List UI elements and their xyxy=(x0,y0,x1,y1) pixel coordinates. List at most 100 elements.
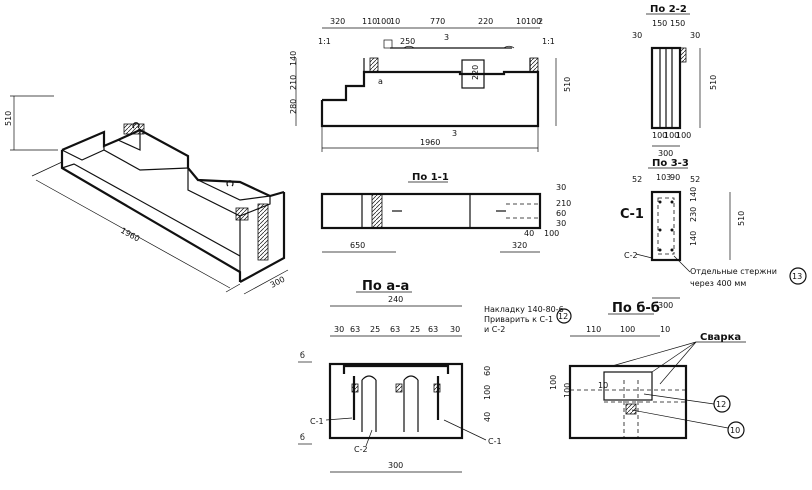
plan-1-1: По 1-1 30 210 60 30 650 320 40 100 xyxy=(320,172,571,253)
svg-text:110: 110 xyxy=(362,17,377,26)
svg-text:25: 25 xyxy=(410,325,420,334)
callout-12-note xyxy=(556,308,572,324)
section-3-3-c2-label: С-2 xyxy=(624,251,638,260)
plate-note-2: Приварить к С-1 xyxy=(484,315,553,324)
elevation-detail-dim: 220 xyxy=(471,65,480,80)
view-b-b-title: По б-б xyxy=(612,301,660,316)
svg-text:220: 220 xyxy=(478,17,493,26)
svg-text:13: 13 xyxy=(792,272,802,281)
embedded-plate-top xyxy=(123,123,145,135)
section-3-3: По 3-3 52 103 90 52 С-1 С-2 140 230 140 … xyxy=(620,158,807,310)
view-b-b-top-right-dim: 10 xyxy=(660,325,670,334)
svg-text:2: 2 xyxy=(538,17,543,26)
svg-text:30: 30 xyxy=(450,325,460,334)
svg-text:30: 30 xyxy=(632,31,642,40)
svg-text:300: 300 xyxy=(658,149,673,158)
svg-text:1:1: 1:1 xyxy=(318,37,331,46)
elevation-left-dims: 140 210 280 xyxy=(289,51,298,114)
end-plate xyxy=(257,203,269,261)
callout-12 xyxy=(713,395,731,413)
section-3-3-width-dim: 300 xyxy=(658,301,673,310)
section-2-2-title: По 2-2 xyxy=(650,4,687,15)
svg-text:40: 40 xyxy=(483,412,492,422)
isometric-view: 1960 300 510 xyxy=(4,95,289,295)
view-a-a-top-dims: 30 63 25 63 25 63 30 xyxy=(334,325,460,334)
plan-1-1-right-dims: 30 210 60 30 xyxy=(556,183,571,228)
svg-text:250: 250 xyxy=(400,37,415,46)
svg-text:150: 150 xyxy=(670,19,685,28)
svg-text:10: 10 xyxy=(516,17,526,26)
svg-text:150: 150 xyxy=(652,19,667,28)
plate-note-3: и С-2 xyxy=(484,325,505,334)
svg-text:100: 100 xyxy=(676,131,691,140)
view-a-a-title: По а-а xyxy=(362,279,409,294)
view-a-a: По а-а 240 30 63 25 63 25 63 30 б б С-1 … xyxy=(298,279,572,473)
section-mark-b-bottom: б xyxy=(300,433,305,442)
svg-text:10: 10 xyxy=(390,17,400,26)
svg-text:52: 52 xyxy=(690,175,700,184)
svg-text:100: 100 xyxy=(563,383,572,398)
svg-text:100: 100 xyxy=(526,17,541,26)
svg-text:103: 103 xyxy=(656,173,671,182)
svg-text:320: 320 xyxy=(330,17,345,26)
svg-text:40: 40 xyxy=(524,229,534,238)
svg-text:100: 100 xyxy=(620,325,635,334)
svg-text:140: 140 xyxy=(689,187,698,202)
svg-text:63: 63 xyxy=(428,325,438,334)
svg-text:30: 30 xyxy=(690,31,700,40)
plan-1-1-right-dim: 320 xyxy=(512,241,527,250)
svg-text:100: 100 xyxy=(652,131,667,140)
svg-text:63: 63 xyxy=(350,325,360,334)
elevation-section-marks: 1:1 1:1 а 250 2 3 3 xyxy=(318,17,555,138)
view-a-a-width-dim: 300 xyxy=(388,461,403,470)
svg-text:140: 140 xyxy=(289,51,298,66)
svg-text:30: 30 xyxy=(556,219,566,228)
svg-text:510: 510 xyxy=(709,75,718,90)
iso-length-dim: 1960 xyxy=(119,226,141,244)
section-3-3-title: По 3-3 xyxy=(652,158,689,169)
section-3-3-top-dims: 52 103 90 52 xyxy=(632,173,700,184)
svg-text:30: 30 xyxy=(334,325,344,334)
view-a-a-total-dim: 240 xyxy=(388,295,403,304)
bars-note-1: Отдельные стержни xyxy=(690,267,777,276)
callout-10 xyxy=(727,421,745,439)
svg-text:210: 210 xyxy=(556,199,571,208)
svg-text:100: 100 xyxy=(483,385,492,400)
section-3-3-height-dim: 510 xyxy=(737,211,746,226)
svg-text:100: 100 xyxy=(544,229,559,238)
svg-text:12: 12 xyxy=(558,312,568,321)
svg-text:60: 60 xyxy=(556,209,566,218)
view-b-b: По б-б 110 100 10 Сварка 100 100 10 12 1… xyxy=(549,301,746,440)
section-mark-b-top: б xyxy=(300,351,305,360)
svg-text:10: 10 xyxy=(730,426,740,435)
svg-text:100: 100 xyxy=(549,375,558,390)
svg-text:1:1: 1:1 xyxy=(542,37,555,46)
svg-text:3: 3 xyxy=(444,33,449,42)
section-3-3-c1-label: С-1 xyxy=(620,207,644,222)
svg-text:140: 140 xyxy=(689,231,698,246)
view-a-a-c1-right: С-1 xyxy=(488,437,502,446)
svg-text:а: а xyxy=(378,77,383,86)
elevation-right-dim: 510 xyxy=(563,77,572,92)
svg-text:60: 60 xyxy=(483,366,492,376)
iso-width-dim: 300 xyxy=(269,275,287,290)
svg-text:3: 3 xyxy=(452,129,457,138)
svg-text:230: 230 xyxy=(689,207,698,222)
svg-text:12: 12 xyxy=(716,400,726,409)
svg-text:90: 90 xyxy=(670,173,680,182)
bars-note-2: через 400 мм xyxy=(690,279,746,288)
plate-note-1: Накладку 140-80-6 xyxy=(484,305,564,314)
svg-text:280: 280 xyxy=(289,99,298,114)
view-b-b-inner-dim: 10 xyxy=(598,381,608,390)
elevation-top-dims: 320 110 100 10 770 220 10 100 xyxy=(330,17,541,26)
svg-text:30: 30 xyxy=(556,183,566,192)
callout-13 xyxy=(789,267,807,285)
embedded-plate-end xyxy=(235,207,249,221)
plan-1-1-left-dim: 650 xyxy=(350,241,365,250)
svg-text:100: 100 xyxy=(376,17,391,26)
svg-text:100: 100 xyxy=(664,131,679,140)
svg-text:210: 210 xyxy=(289,75,298,90)
svg-text:63: 63 xyxy=(390,325,400,334)
view-a-a-c1-left: С-1 xyxy=(310,417,324,426)
